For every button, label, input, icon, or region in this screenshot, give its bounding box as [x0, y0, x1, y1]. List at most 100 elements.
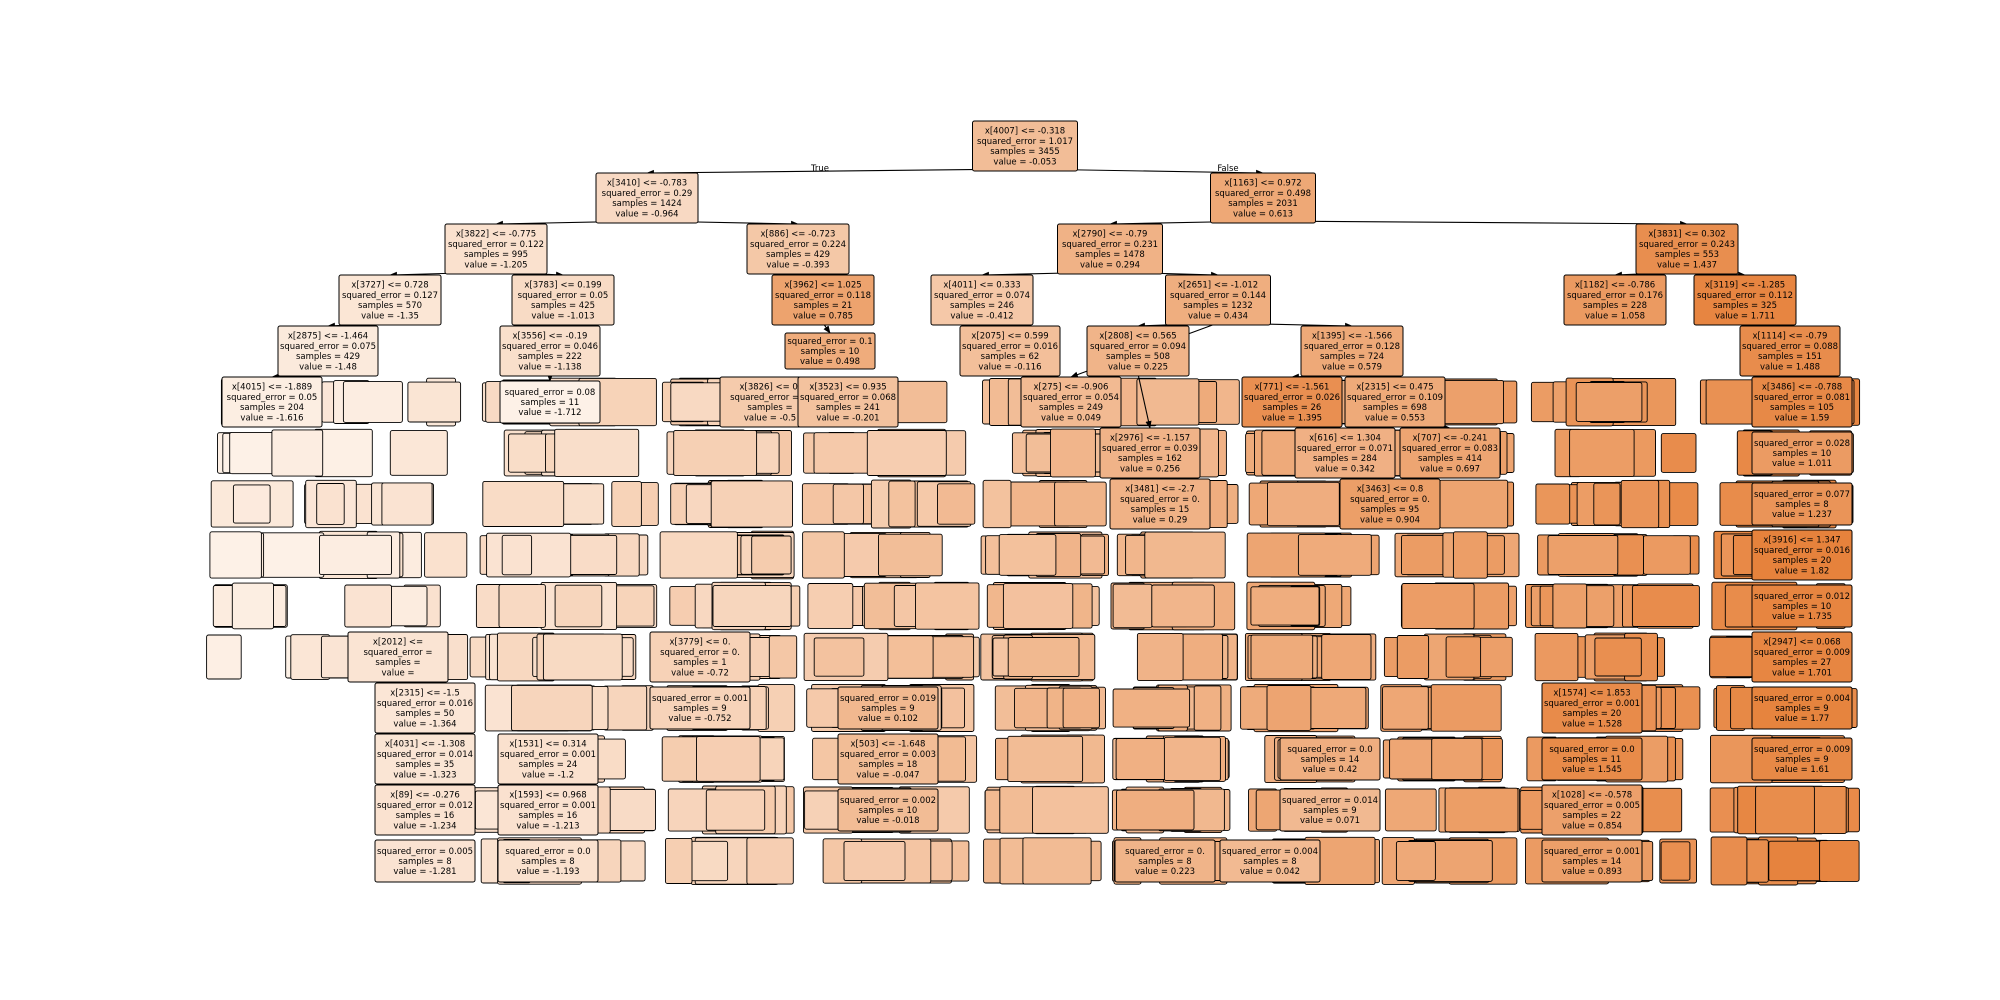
tree-node-line: samples = 9 — [861, 704, 914, 714]
tree-node-box — [497, 733, 599, 785]
tree-node-line: squared_error = 0.001 — [652, 694, 748, 704]
tree-node-box — [1210, 172, 1316, 224]
tree-node-line: value = -0.752 — [668, 714, 731, 724]
tree-node-line: x[3410] <= -0.783 — [607, 179, 687, 189]
tree-node-line: samples = 228 — [1583, 301, 1647, 311]
tree-node-box — [1007, 735, 1084, 783]
tree-node-box — [381, 482, 433, 526]
tree-node-line: x[2976] <= -1.157 — [1110, 434, 1190, 444]
tree-node-line: x[1114] <= -0.79 — [1753, 332, 1828, 342]
edge-label-false: False — [1217, 164, 1238, 174]
tree-node-line: samples = 10 — [1773, 602, 1832, 612]
tree-node-line: samples = 429 — [296, 352, 360, 362]
tree-node-box — [1294, 427, 1396, 479]
tree-node-box — [595, 172, 699, 224]
tree-node-box — [1266, 685, 1312, 731]
tree-node-line: value = -1.234 — [393, 821, 456, 831]
tree-node-line: samples = 429 — [766, 250, 830, 260]
tree-node-box — [1751, 376, 1853, 428]
tree-node-line: x[3822] <= -0.775 — [456, 230, 536, 240]
tree-node-box — [998, 534, 1057, 576]
tree-node-line: value = 1.528 — [1562, 719, 1622, 729]
tree-node-box — [665, 837, 693, 884]
tree-node-line: samples = 1478 — [1075, 250, 1145, 260]
tree-node-line: value = 0.893 — [1562, 867, 1622, 877]
tree-node-line: value = 0.225 — [1108, 362, 1168, 372]
tree-node-box — [1136, 378, 1200, 426]
tree-edge — [1262, 220, 1688, 228]
tree-node-line: samples = 8 — [1138, 857, 1191, 867]
tree-node-line: squared_error = — [363, 648, 432, 658]
tree-node-line: value = 0.049 — [1041, 413, 1101, 423]
tree-node-line: squared_error = 0.003 — [840, 750, 936, 760]
tree-node-box — [1541, 737, 1643, 781]
tree-node-line: value = -0.412 — [950, 311, 1013, 321]
tree-node-line: x[1395] <= -1.566 — [1312, 332, 1392, 342]
tree-node-box — [1339, 478, 1441, 530]
tree-node: x[3779] <= 0.squared_error = 0.samples =… — [649, 631, 751, 683]
tree-node-box — [374, 682, 476, 734]
tree-node-line: value = -1.2 — [522, 770, 574, 780]
tree-node-line: squared_error = 0.001 — [500, 801, 596, 811]
tree-node-box — [1382, 686, 1429, 730]
tree-node-line: squared_error = 0.094 — [1090, 342, 1186, 352]
tree-node-box — [1755, 785, 1815, 835]
tree-node-box — [1399, 427, 1501, 479]
tree-node-box — [1563, 274, 1667, 326]
tree-node-line: samples = 151 — [1758, 352, 1822, 362]
tree-node-line: x[4031] <= -1.308 — [385, 740, 465, 750]
tree-node-line: samples = 698 — [1363, 403, 1427, 413]
tree-node-line: x[707] <= -0.241 — [1413, 434, 1488, 444]
tree-node-box — [1020, 376, 1122, 428]
tree-node-line: squared_error = 0.29 — [602, 189, 693, 199]
tree-node-line: value = -0.5 — [744, 413, 796, 423]
tree-node-box — [497, 784, 599, 836]
tree-node-line: x[2012] <= — [373, 638, 423, 648]
tree-node-line: samples = — [375, 658, 420, 668]
tree-node-box — [866, 430, 947, 476]
tree-node-line: samples = 3455 — [990, 147, 1060, 157]
tree-node-box — [209, 531, 262, 579]
tree-node-line: value = 0.785 — [793, 311, 853, 321]
tree-node-line: squared_error = 0.005 — [377, 847, 473, 857]
tree-node-line: squared_error = 0.122 — [448, 240, 544, 250]
tree-node-box — [1193, 685, 1222, 731]
tree-node-box — [1163, 736, 1221, 782]
tree-node-box — [797, 376, 899, 428]
tree-node-box — [1099, 427, 1201, 479]
tree-node-box — [221, 376, 323, 428]
tree-node-box — [374, 839, 476, 883]
tree-node-box — [604, 788, 656, 831]
tree-node-box — [1165, 274, 1271, 326]
tree-node-line: samples = 241 — [816, 403, 880, 413]
tree-node-box — [206, 634, 242, 680]
tree-node-line: samples = 508 — [1106, 352, 1170, 362]
tree-node-box — [347, 631, 449, 683]
tree-node-line: squared_error = 0. — [1125, 847, 1205, 857]
tree-node-box — [1112, 688, 1191, 728]
tree-node-box — [1444, 787, 1519, 833]
tree-node-box — [1116, 789, 1195, 831]
tree-node-line: squared_error = 0.014 — [377, 750, 473, 760]
tree-node-line: value = 1.237 — [1772, 510, 1832, 520]
tree-node-box — [1635, 223, 1739, 275]
tree-node-line: squared_error = 0.127 — [342, 291, 438, 301]
tree-node-box — [1541, 839, 1643, 883]
tree-node-line: value = -0.116 — [978, 362, 1041, 372]
tree-node-box — [1593, 482, 1621, 526]
tree-node-line: squared_error = 0.112 — [1697, 291, 1793, 301]
tree-node-line: value = -0.018 — [856, 816, 919, 826]
